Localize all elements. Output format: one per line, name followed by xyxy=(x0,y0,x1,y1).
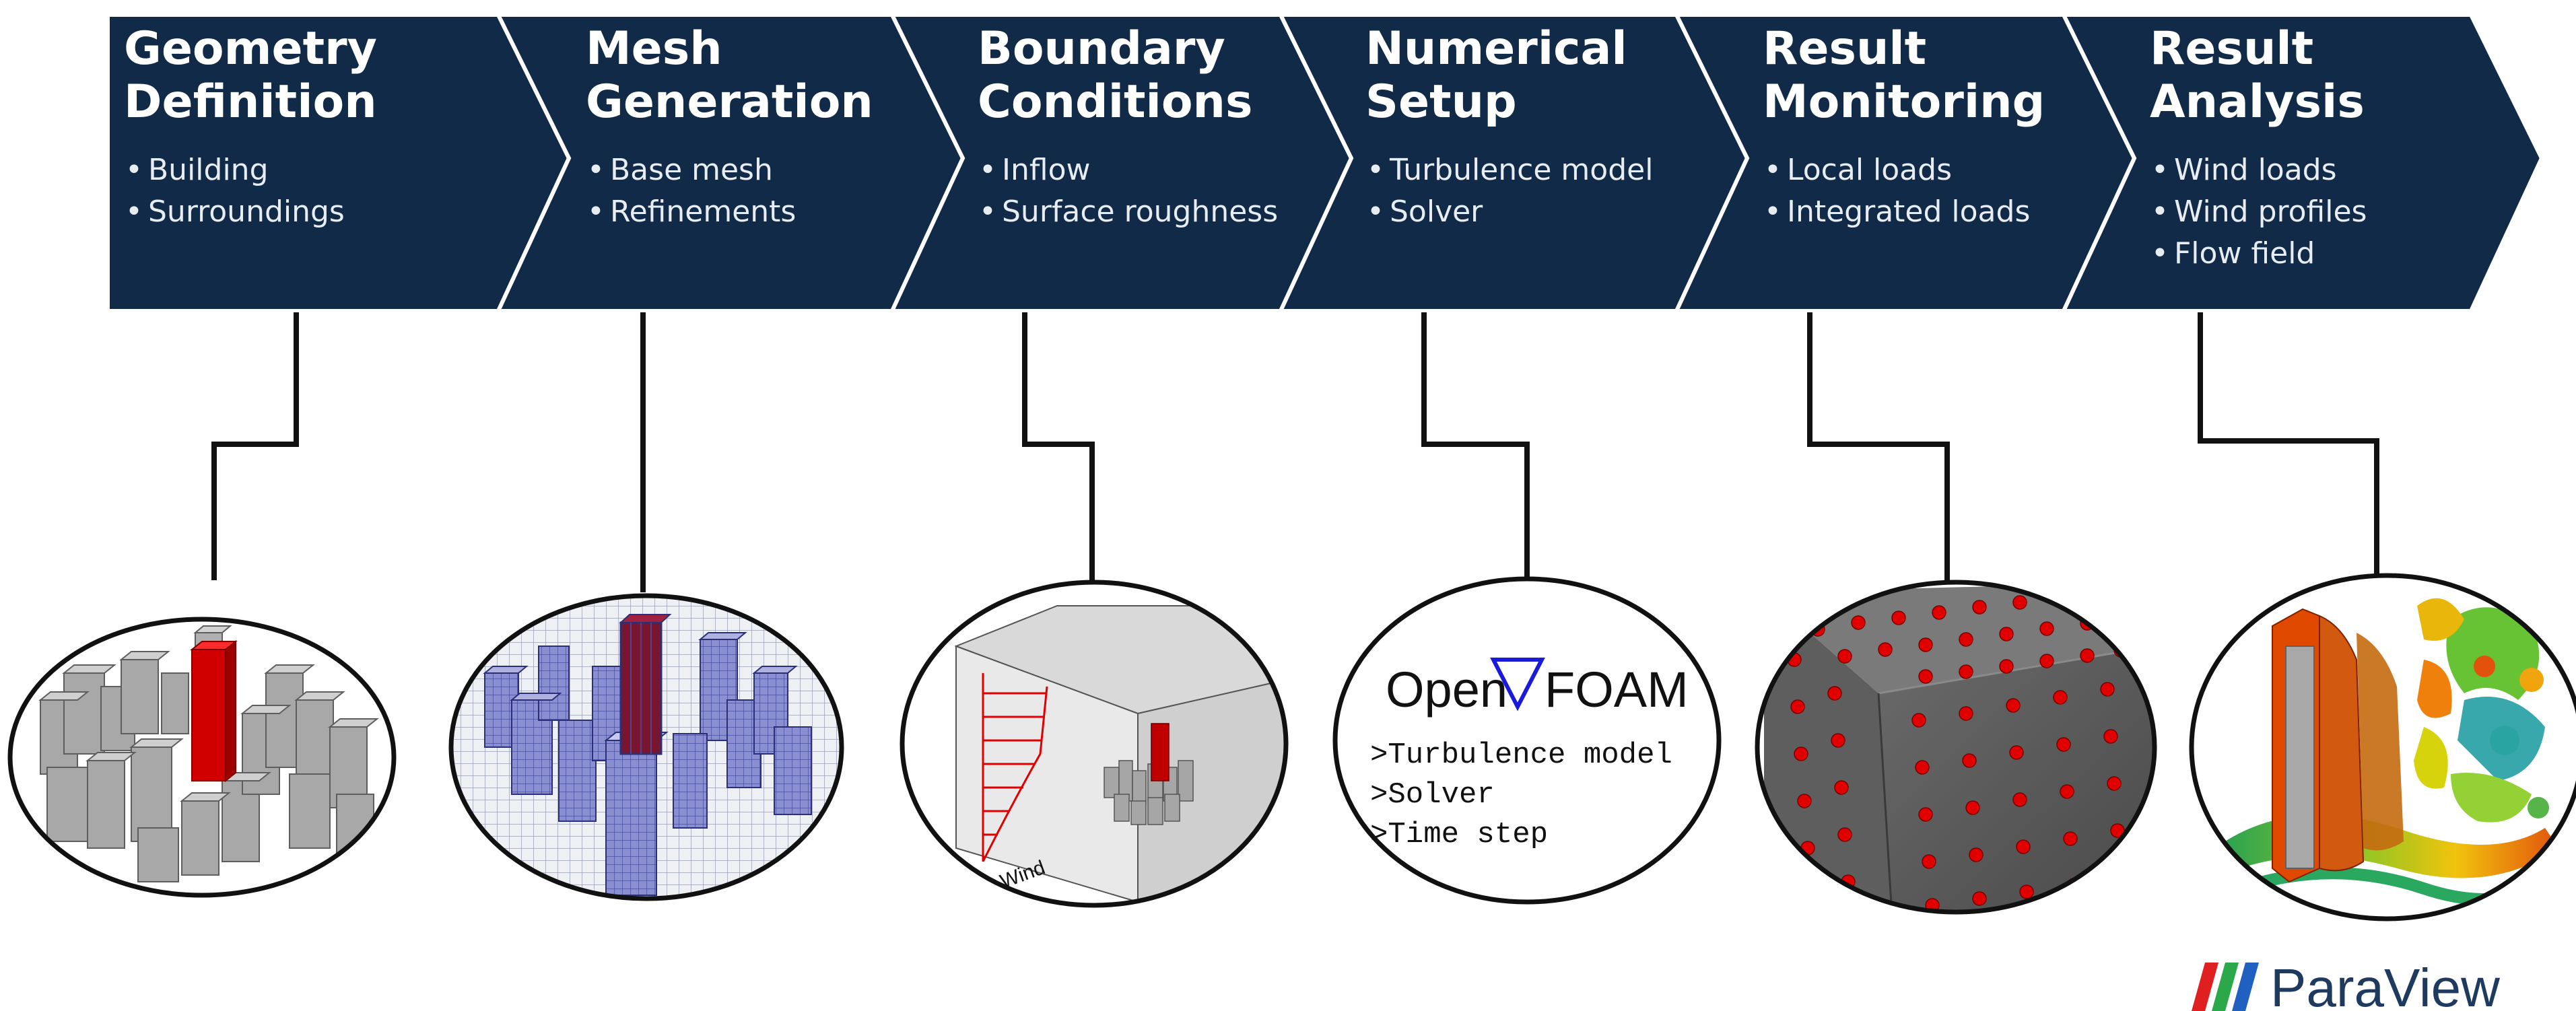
target-building xyxy=(2285,646,2315,869)
openfoam-logo-open: Open xyxy=(1386,662,1507,718)
step-title-line-2: Definition xyxy=(124,75,377,129)
target-building xyxy=(191,649,226,781)
bullet-marker: • xyxy=(125,195,143,229)
paraview-label: ParaView xyxy=(2270,958,2500,1011)
step-title-line-2: Generation xyxy=(586,75,873,129)
bullet-marker: • xyxy=(2151,153,2169,187)
bullet-marker: • xyxy=(2151,195,2169,229)
openfoam-logo-foam: FOAM xyxy=(1545,662,1689,718)
bullet-marker: • xyxy=(1367,153,1384,187)
step-bullet: Local loads xyxy=(1787,153,1952,187)
step-chevron-analysis xyxy=(2060,13,2544,313)
connector-analysis xyxy=(2198,312,2379,573)
step-bullet: Solver xyxy=(1390,195,1483,229)
step-bullet: Wind loads xyxy=(2174,153,2337,187)
openfoam-logo: Open FOAM xyxy=(1386,658,1689,718)
connector-monitoring xyxy=(1807,312,1950,580)
step-boundary-text: Boundary Conditions • Inflow • Surface r… xyxy=(978,22,1278,229)
boundary-illustration: Wind xyxy=(900,580,1289,908)
target-building xyxy=(1151,723,1170,781)
connector-boundary xyxy=(1022,312,1095,580)
step-bullet: Wind profiles xyxy=(2174,195,2367,229)
step-bullet: Refinements xyxy=(610,195,796,229)
step-monitoring-text: Result Monitoring • Local loads • Integr… xyxy=(1763,22,2045,229)
bullet-marker: • xyxy=(587,195,605,229)
step-title-line-2: Setup xyxy=(1365,75,1517,129)
step-title-line-2: Conditions xyxy=(978,75,1252,129)
step-title-line-1: Numerical xyxy=(1365,22,1627,75)
openfoam-command: >Solver xyxy=(1370,778,1495,812)
step-bullet: Integrated loads xyxy=(1787,195,2030,229)
step-bullet: Flow field xyxy=(2174,236,2315,271)
geometry-illustration xyxy=(7,617,397,898)
step-geometry-text: Geometry Definition • Building • Surroun… xyxy=(124,22,377,229)
bullet-marker: • xyxy=(979,195,996,229)
step-title-line-1: Result xyxy=(2150,22,2313,75)
bullet-marker: • xyxy=(125,153,143,187)
step-title-line-2: Monitoring xyxy=(1763,75,2045,129)
connector-numerical xyxy=(1421,312,1530,578)
openfoam-command: >Turbulence model xyxy=(1370,738,1672,772)
step-title-line-1: Result xyxy=(1763,22,1926,75)
nabla-icon xyxy=(1490,658,1545,711)
step-bullet: Surroundings xyxy=(148,195,345,229)
bullet-marker: • xyxy=(1764,153,1782,187)
connectors xyxy=(211,312,2379,592)
process-banner xyxy=(106,13,2544,313)
mesh-illustration xyxy=(448,593,844,901)
connector-geometry xyxy=(211,312,299,580)
bullet-marker: • xyxy=(1764,195,1782,229)
step-bullet: Inflow xyxy=(1002,153,1090,187)
step-title-line-1: Geometry xyxy=(124,22,377,75)
step-bullet: Building xyxy=(148,153,269,187)
step-mesh-text: Mesh Generation • Base mesh • Refinement… xyxy=(586,22,873,229)
analysis-illustration xyxy=(2189,573,2576,921)
bullet-marker: • xyxy=(587,153,605,187)
step-title-line-2: Analysis xyxy=(2150,75,2365,129)
monitoring-illustration xyxy=(1755,580,2157,915)
openfoam-illustration: Open FOAM >Turbulence model >Solver >Tim… xyxy=(1332,576,1722,905)
openfoam-command: >Time step xyxy=(1370,818,1548,851)
step-title-line-1: Boundary xyxy=(978,22,1225,75)
step-bullet: Turbulence model xyxy=(1389,153,1653,187)
step-bullet: Surface roughness xyxy=(1002,195,1278,229)
bullet-marker: • xyxy=(1367,195,1384,229)
paraview-icon xyxy=(2192,963,2259,1011)
bullet-marker: • xyxy=(2151,236,2169,271)
bullet-marker: • xyxy=(979,153,996,187)
step-analysis-text: Result Analysis • Wind loads • Wind prof… xyxy=(2150,22,2367,271)
step-bullet: Base mesh xyxy=(610,153,773,187)
step-numerical-text: Numerical Setup • Turbulence model • Sol… xyxy=(1365,22,1653,229)
step-title-line-1: Mesh xyxy=(586,22,722,75)
paraview-logo: ParaView xyxy=(2192,958,2500,1011)
